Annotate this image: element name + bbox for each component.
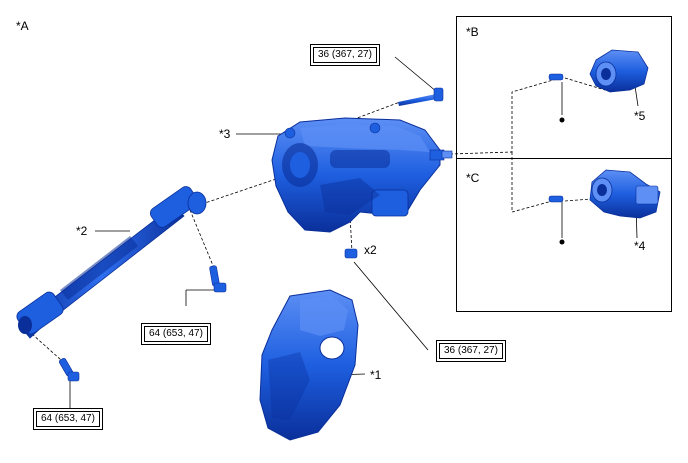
detail-b-part [589, 49, 649, 93]
column-hole-cover [259, 289, 359, 441]
intermediate-shaft [16, 186, 207, 339]
quantity-label: x2 [364, 243, 377, 257]
leader-lines [69, 56, 639, 410]
view-label: *A [16, 19, 29, 33]
torque-spec-top-value: 36 (367, 27) [313, 47, 377, 63]
detail-panel-b [456, 16, 672, 159]
torque-spec-bottom: 64 (653, 47) [33, 408, 103, 430]
part-5-label: *5 [634, 109, 646, 123]
detail-c-pin [548, 195, 564, 203]
bullet-marker-b [559, 117, 565, 123]
column-nut [344, 248, 358, 259]
torque-spec-top: 36 (367, 27) [310, 44, 380, 66]
torque-spec-right-value: 36 (367, 27) [439, 343, 503, 359]
shaft-bolt-upper [209, 265, 227, 293]
column-bolt-top [398, 87, 444, 106]
panel-b-label: *B [466, 25, 479, 39]
detail-c-part [589, 169, 661, 219]
part-1-label: *1 [370, 368, 382, 382]
steering-column-assembly [271, 117, 453, 233]
panel-c-label: *C [466, 171, 480, 185]
part-2-label: *2 [76, 224, 88, 238]
torque-spec-middle: 64 (653, 47) [141, 323, 211, 345]
torque-spec-right: 36 (367, 27) [436, 340, 506, 362]
detail-b-pin [548, 73, 564, 81]
part-4-label: *4 [634, 239, 646, 253]
bullet-marker-c [559, 239, 565, 245]
torque-spec-middle-value: 64 (653, 47) [144, 326, 208, 342]
shaft-bolt-lower [58, 358, 80, 382]
torque-spec-bottom-value: 64 (653, 47) [36, 411, 100, 427]
part-3-label: *3 [219, 127, 231, 141]
detail-panel-c [456, 158, 672, 312]
